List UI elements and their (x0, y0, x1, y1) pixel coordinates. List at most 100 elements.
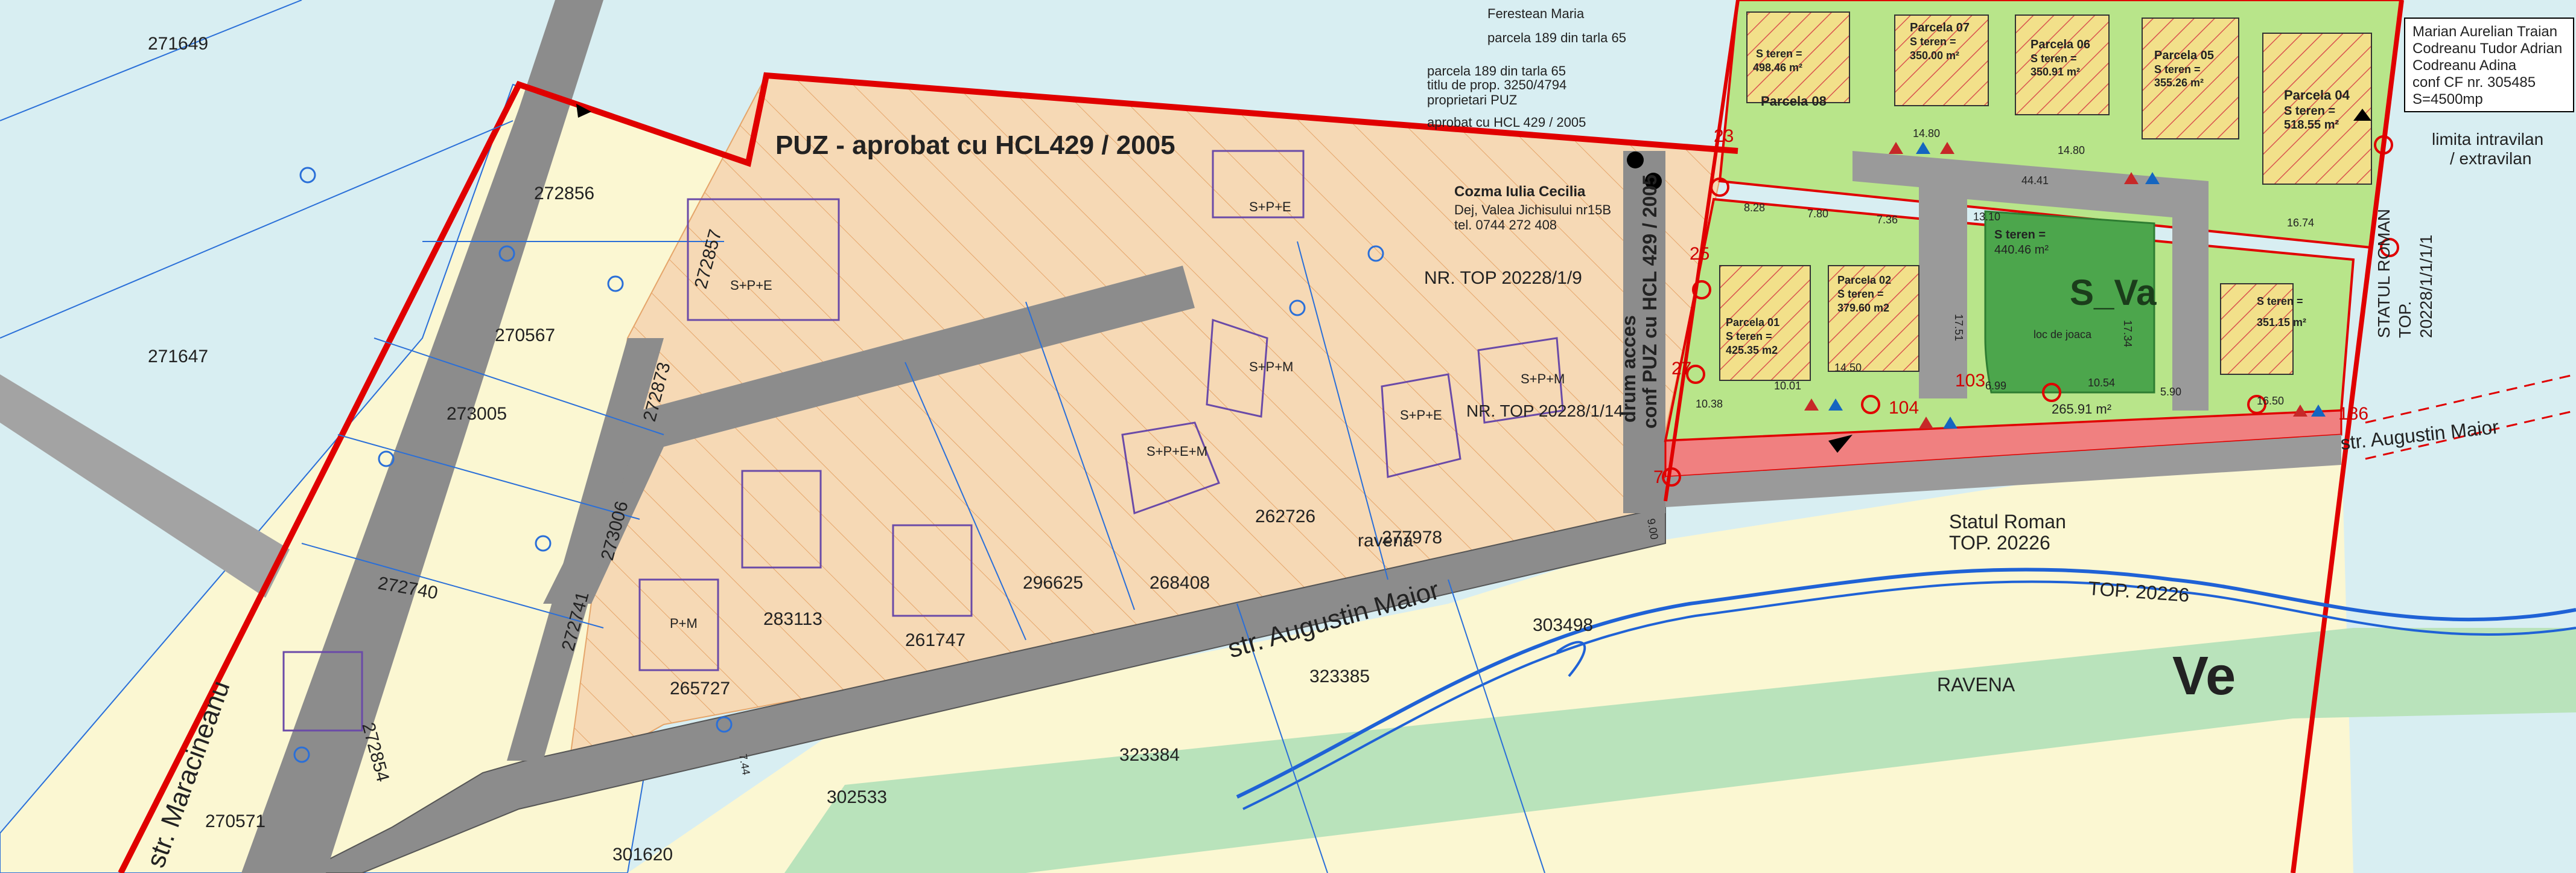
plot-area-label: S teren = (2284, 104, 2335, 118)
plot-area-label: S teren = (2154, 63, 2201, 75)
owner-puz-3: proprietari PUZ (1427, 92, 1517, 107)
internal-loop-road (1852, 151, 2209, 411)
green-area-value: 440.46 m² (1994, 243, 2049, 257)
building-label: S+P+E (1249, 199, 1291, 214)
zone-s-va: S_Va (2070, 272, 2157, 313)
buildings (282, 150, 1564, 732)
river-branch (1556, 641, 1586, 677)
red-number: 27 (1671, 359, 1691, 379)
green-area-label: S teren = (1994, 228, 2046, 241)
red-markers (1662, 135, 2399, 487)
owner-cozma-2: Dej, Valea Jichisului nr15B (1454, 202, 1611, 217)
loc-de-joaca: loc de joaca (2034, 328, 2092, 341)
plot-06[interactable] (2015, 14, 2110, 115)
statul-roman-vert-2: TOP. (2396, 301, 2414, 338)
label-272856: 272856 (534, 184, 594, 203)
building-label: S+P+E+M (1146, 444, 1207, 459)
ravine-band (784, 628, 2576, 873)
owner-box-3: Codreanu Adina (2412, 57, 2517, 74)
owner-box: Marian Aurelian Traian Codreanu Tudor Ad… (2404, 18, 2574, 112)
red-number: 25 (1690, 244, 1709, 264)
plot-name: Parcela 07 (1910, 21, 1970, 34)
black-point-1 (1627, 152, 1644, 168)
plot-name: Parcela 05 (2154, 49, 2214, 62)
red-number: 103 (1955, 371, 1985, 391)
label-271647: 271647 (148, 347, 208, 366)
red-number: 23 (1714, 126, 1734, 146)
plot-05[interactable] (2142, 18, 2239, 139)
road-maracineanu (241, 0, 603, 873)
plot-04[interactable] (2262, 33, 2372, 185)
red-number: 7 (1653, 467, 1664, 487)
label-323384: 323384 (1119, 745, 1180, 765)
label-262726: 262726 (1255, 507, 1315, 526)
dimension: 7.36 (1877, 214, 1898, 226)
label-265727: 265727 (670, 679, 730, 699)
building-label: S+P+E (1400, 408, 1442, 423)
plot-07[interactable] (1894, 14, 1989, 106)
label-270571: 270571 (205, 811, 266, 831)
boundary-line-mid (1664, 0, 1740, 502)
entrance-markers (1804, 142, 2326, 429)
label-301620: 301620 (612, 845, 673, 865)
access-road-label: drum acces (1618, 315, 1639, 423)
arrow-icon (2353, 109, 2371, 121)
plot-name: Parcela 01 (1726, 316, 1779, 328)
owner-top-2: parcela 189 din tarla 65 (1487, 30, 1626, 45)
label-261747: 261747 (905, 630, 965, 650)
ravena-label: ravena (1358, 531, 1413, 551)
zone-ve: Ve (2172, 646, 2236, 706)
plot-name: Parcela 04 (2284, 88, 2350, 103)
owner-cozma-3: tel. 0744 272 408 (1454, 217, 1557, 232)
dimension: 5.90 (2160, 386, 2181, 398)
dimension: 10.38 (1696, 398, 1723, 410)
dimension: 16.74 (2287, 217, 2314, 229)
building-label: S+P+E (730, 278, 772, 293)
owner-puz-2: titlu de prop. 3250/4794 (1427, 77, 1566, 92)
label-271649: 271649 (148, 34, 208, 54)
label-303498: 303498 (1533, 615, 1593, 635)
label-273005: 273005 (447, 404, 507, 424)
label-277978: 277978 (1382, 528, 1442, 548)
plot-area-label: S teren = (1837, 288, 1884, 300)
plot-labels: Parcela 08 S teren = 498.46 m² Parcela 0… (1726, 21, 2350, 356)
limit-label-2: / extravilan (2450, 149, 2531, 168)
plot-area: 351.15 m² (2257, 316, 2306, 328)
ravena-caps-label: RAVENA (1937, 674, 2015, 696)
owner-box-4: conf CF nr. 305485 (2412, 74, 2536, 91)
access-road-label-2: conf PUZ cu HCL 429 / 2005 (1639, 174, 1661, 429)
plot-area: 379.60 m2 (1837, 302, 1889, 314)
arrow-icon (1828, 435, 1852, 453)
owner-box-2: Codreanu Tudor Adrian (2412, 40, 2562, 57)
label-270567: 270567 (495, 325, 555, 345)
puz-title: PUZ - aprobat cu HCL429 / 2005 (775, 130, 1175, 160)
plot-area: 350.91 m² (2031, 66, 2080, 78)
plot-name: Parcela 06 (2031, 38, 2090, 51)
plot-03[interactable] (2220, 283, 2294, 375)
dimension: 17.34 (2122, 320, 2134, 347)
label-323385: 323385 (1309, 667, 1370, 686)
dimension: 6.99 (1985, 380, 2006, 392)
building-label: S+P+M (1249, 359, 1293, 374)
limit-label-1: limita intravilan (2432, 130, 2543, 149)
nr-top-2: NR. TOP 20228/1/14 (1466, 401, 1623, 420)
survey-markers (293, 167, 1384, 763)
label-268408: 268408 (1150, 573, 1210, 593)
plot-01[interactable] (1719, 265, 1811, 381)
dimension: 13.10 (1973, 211, 2000, 223)
boundary-line-left (118, 72, 1738, 873)
access-road (1623, 151, 1665, 513)
plot-02[interactable] (1828, 265, 1919, 372)
green-zone-s-va (1984, 210, 2155, 394)
owner-puz-4: aprobat cu HCL 429 / 2005 (1427, 115, 1586, 130)
owner-puz-1: parcela 189 din tarla 65 (1427, 63, 1566, 78)
plot-name: Parcela 02 (1837, 274, 1891, 286)
red-number: 186 (2338, 404, 2368, 424)
plot-08[interactable] (1746, 11, 1850, 103)
plot-area-label: S teren = (2031, 53, 2077, 65)
dimension: 44.41 (2021, 174, 2049, 187)
road-area-value: 265.91 m² (2052, 401, 2111, 417)
river-line-2 (1242, 580, 2576, 810)
plot-area-label: S teren = (1756, 48, 1802, 60)
